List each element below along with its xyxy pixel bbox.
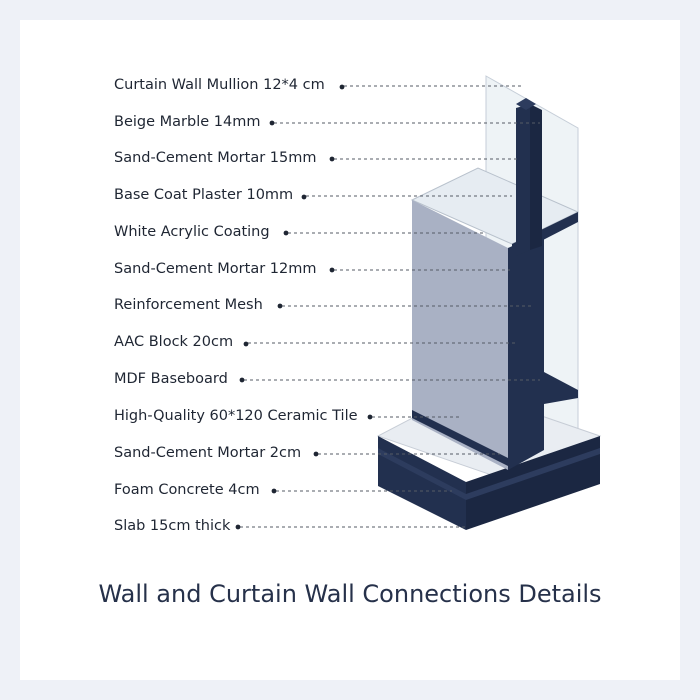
mullion-front (516, 104, 530, 256)
label-sand-cement-mortar-12mm: Sand-Cement Mortar 12mm (114, 261, 317, 277)
label-base-coat-plaster: Base Coat Plaster 10mm (114, 187, 294, 203)
mullion-cap (516, 98, 536, 110)
label-sand-cement-mortar-15mm: Sand-Cement Mortar 15mm (114, 150, 317, 166)
diagram-title: Wall and Curtain Wall Connections Detail… (98, 580, 602, 608)
label-mdf-baseboard: MDF Baseboard (114, 371, 228, 387)
label-white-acrylic-coating: White Acrylic Coating (114, 224, 270, 240)
label-reinforcement-mesh: Reinforcement Mesh (114, 297, 263, 313)
ceramic-tile-edge (412, 410, 508, 466)
wall-front-face (412, 200, 508, 470)
lower-bracket (544, 372, 578, 404)
label-slab: Slab 15cm thick (114, 518, 231, 534)
wall-side-face (508, 232, 544, 470)
foam-concrete-layer (378, 448, 600, 500)
label-sand-cement-mortar-2cm: Sand-Cement Mortar 2cm (114, 445, 302, 461)
mullion-side (530, 104, 542, 250)
leader-lines (240, 85, 540, 528)
label-beige-marble: Beige Marble 14mm (114, 114, 261, 130)
label-curtain-wall-mullion: Curtain Wall Mullion 12*4 cm (114, 77, 325, 93)
leader-dots (235, 84, 373, 530)
label-ceramic-tile: High-Quality 60*120 Ceramic Tile (114, 408, 358, 424)
label-aac-block: AAC Block 20cm (114, 334, 234, 350)
label-foam-concrete: Foam Concrete 4cm (114, 482, 260, 498)
